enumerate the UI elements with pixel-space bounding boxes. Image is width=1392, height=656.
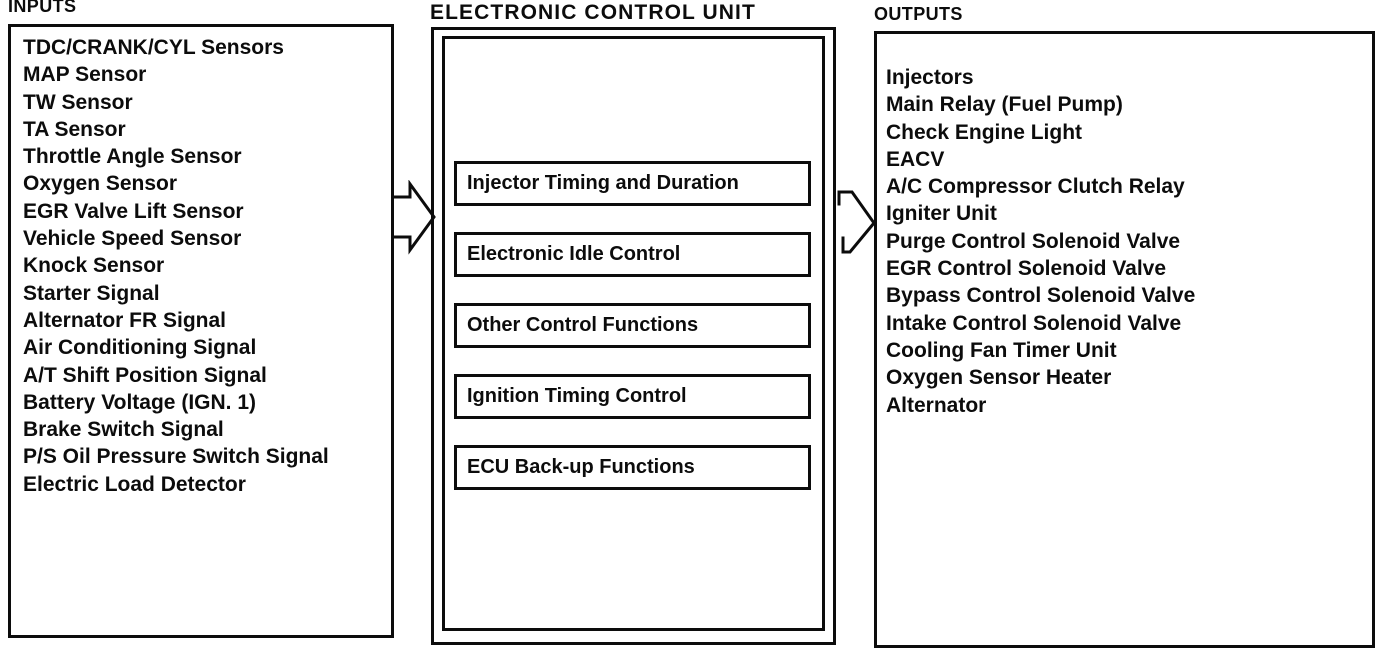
ecu-heading: ELECTRONIC CONTROL UNIT [430,1,756,24]
input-item: TA Sensor [23,117,126,141]
inputs-heading: INPUTS [8,0,77,16]
input-item: Knock Sensor [23,254,165,278]
ecu-function-box: Injector Timing and Duration [454,161,811,206]
input-item: Electric Load Detector [23,472,246,496]
output-item: Injectors [886,66,974,89]
input-item: MAP Sensor [23,63,147,87]
ecu-function-box: Ignition Timing Control [454,374,811,419]
input-item: Vehicle Speed Sensor [23,227,242,251]
input-item: TW Sensor [23,90,133,114]
input-item: P/S Oil Pressure Switch Signal [23,445,329,469]
input-item: Air Conditioning Signal [23,336,257,360]
ecu-function-box: Electronic Idle Control [454,232,811,277]
output-item: Alternator [886,393,987,417]
output-item: Check Engine Light [886,120,1083,144]
output-item: Oxygen Sensor Heater [886,366,1112,390]
input-item: Battery Voltage (IGN. 1) [23,390,256,414]
output-item: Purge Control Solenoid Valve [886,229,1181,253]
ecu-function-box: ECU Back-up Functions [454,445,811,490]
outputs-heading: OUTPUTS [874,4,963,24]
output-item: Intake Control Solenoid Valve [886,311,1182,335]
input-item: Throttle Angle Sensor [23,145,242,169]
input-item: A/T Shift Position Signal [23,363,267,387]
output-item: Igniter Unit [886,202,997,226]
output-item: EACV [886,147,945,171]
input-item: Oxygen Sensor [23,172,178,196]
output-item: Main Relay (Fuel Pump) [886,93,1123,117]
input-item: Brake Switch Signal [23,418,224,442]
inputs-to-ecu-arrow [391,180,436,255]
ecu-function-box: Other Control Functions [454,303,811,348]
input-item: TDC/CRANK/CYL Sensors [23,36,284,59]
output-item: Bypass Control Solenoid Valve [886,284,1196,308]
input-item: Starter Signal [23,281,160,305]
output-item: EGR Control Solenoid Valve [886,257,1167,281]
input-item: EGR Valve Lift Sensor [23,199,244,223]
input-item: Alternator FR Signal [23,308,227,332]
output-item: A/C Compressor Clutch Relay [886,175,1185,199]
ecu-to-outputs-arrow [837,190,876,254]
output-item: Cooling Fan Timer Unit [886,338,1117,362]
